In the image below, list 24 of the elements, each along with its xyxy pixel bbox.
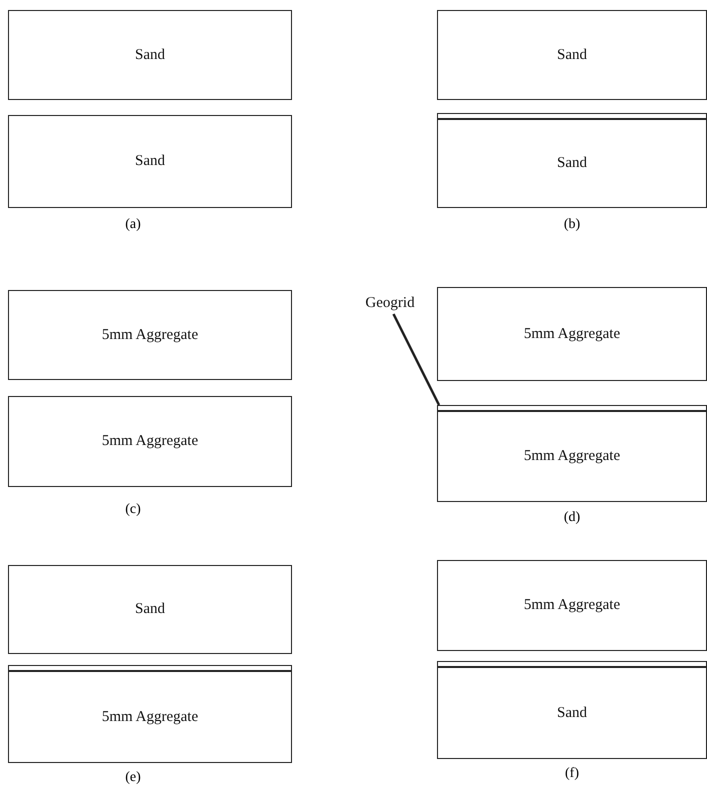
panel-label: (d)	[564, 510, 580, 526]
soil-layer: Sand	[437, 119, 707, 208]
geogrid-layer	[437, 661, 707, 667]
soil-layer: Sand	[8, 565, 292, 654]
soil-layer: 5mm Aggregate	[8, 671, 292, 763]
soil-layer: Sand	[8, 10, 292, 100]
soil-layer: 5mm Aggregate	[437, 287, 707, 381]
callout-label: Geogrid	[355, 292, 425, 314]
geogrid-layer	[437, 405, 707, 411]
soil-layer: Sand	[437, 667, 707, 759]
panel-label: (e)	[125, 770, 141, 786]
soil-layer: 5mm Aggregate	[437, 560, 707, 651]
geogrid-layer	[8, 665, 292, 671]
soil-layer: Sand	[437, 10, 707, 100]
panel-label: (f)	[565, 766, 579, 782]
panel-label: (a)	[125, 217, 141, 233]
soil-layer: 5mm Aggregate	[437, 411, 707, 502]
soil-layer: 5mm Aggregate	[8, 290, 292, 380]
soil-layer: 5mm Aggregate	[8, 396, 292, 487]
panel-label: (c)	[125, 502, 141, 518]
leader-line	[392, 313, 440, 406]
geogrid-layer	[437, 113, 707, 119]
soil-layer: Sand	[8, 115, 292, 208]
panel-label: (b)	[564, 217, 580, 233]
